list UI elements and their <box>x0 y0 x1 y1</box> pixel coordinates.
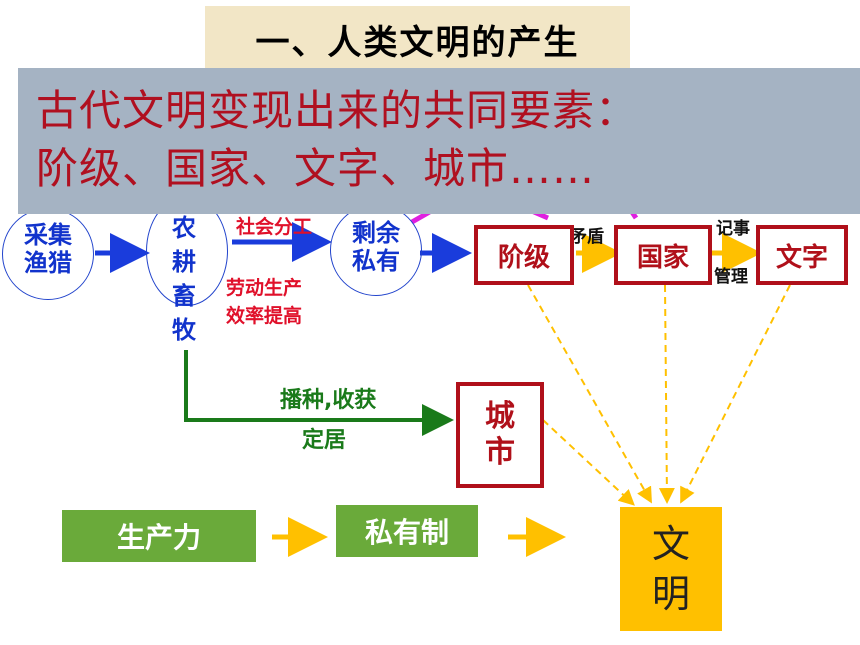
node-farm-char3: 畜 <box>172 282 196 310</box>
banner-line2: 阶级、国家、文字、城市…… <box>36 144 596 193</box>
node-gather-line1: 采集 <box>24 221 72 249</box>
node-farm-char2: 耕 <box>172 248 196 276</box>
box-city-char1: 城 <box>485 399 515 434</box>
box-civilization: 文 明 <box>620 507 722 631</box>
dash-state-to-civ <box>658 284 675 504</box>
node-surplus-line1: 剩余 <box>352 219 400 247</box>
label-settle: 定居 <box>302 428 347 453</box>
label-productivity-line1: 劳动生产 <box>226 277 303 299</box>
dash-writing-to-civ <box>680 284 791 504</box>
node-farm-herd: 农 耕 畜 牧 <box>169 214 199 344</box>
label-sow-harvest: 播种,收获 <box>280 388 377 413</box>
label-record: 记事 <box>716 219 750 239</box>
banner-line1: 古代文明变现出来的共同要素： <box>36 86 639 135</box>
label-social-division: 社会分工 <box>236 216 313 238</box>
box-private-ownership: 私有制 <box>336 505 478 557</box>
node-surplus-private: 剩余 私有 <box>330 204 422 296</box>
label-productivity-line2: 效率提高 <box>226 305 303 327</box>
box-civilization-char1: 文 <box>651 522 690 566</box>
node-farm-char1: 农 <box>172 214 196 242</box>
box-class: 阶级 <box>474 225 574 285</box>
label-productivity: 劳动生产 效率提高 <box>226 274 302 330</box>
box-state: 国家 <box>614 225 712 285</box>
box-civilization-char2: 明 <box>651 572 690 616</box>
common-elements-banner: 古代文明变现出来的共同要素： 阶级、国家、文字、城市…… <box>18 68 860 214</box>
node-gather-fish: 采集 渔猎 <box>2 208 94 300</box>
node-surplus-line2: 私有 <box>352 247 400 275</box>
label-manage: 管理 <box>714 267 748 287</box>
box-city: 城 市 <box>456 382 544 488</box>
node-farm-char4: 牧 <box>172 316 196 344</box>
box-productive-forces: 生产力 <box>62 510 256 562</box>
node-gather-line2: 渔猎 <box>24 249 72 277</box>
page-title: 一、人类文明的产生 <box>205 6 630 72</box>
dash-city-to-civ <box>542 419 635 506</box>
dash-class-to-civ <box>527 284 652 504</box>
label-contradiction: 矛盾 <box>570 227 604 247</box>
box-writing: 文字 <box>756 225 848 285</box>
green-settle-line <box>184 350 454 436</box>
box-city-char2: 市 <box>485 435 515 470</box>
